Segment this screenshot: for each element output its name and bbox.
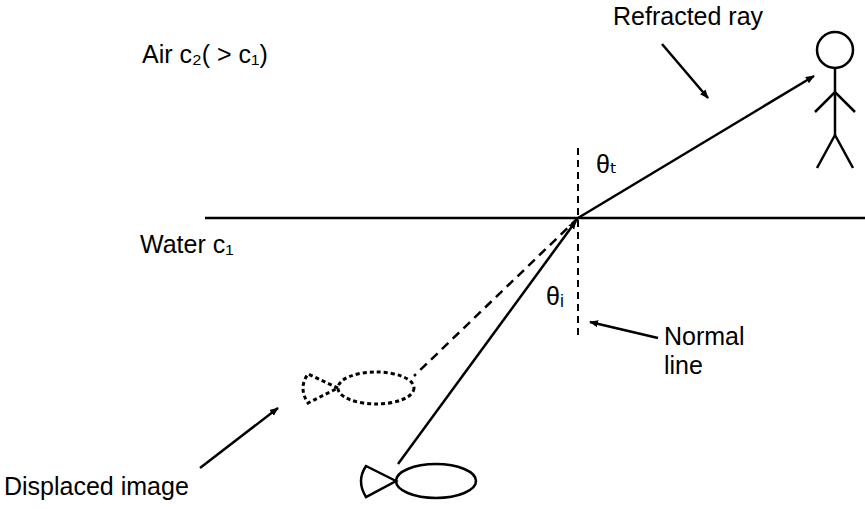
angle-label-holder: θᵢ [546, 282, 564, 311]
medium-label: Water c₁ [140, 230, 234, 259]
medium-label-holder: Air c₂( > c₁) [142, 40, 268, 69]
angle-label: θᵢ [546, 282, 564, 311]
angle-label: θₜ [596, 150, 617, 179]
virtual-ray [414, 218, 578, 376]
observer-arms [815, 92, 855, 112]
normal-line [577, 148, 579, 340]
observer-body [834, 68, 837, 135]
fish-tail [361, 466, 396, 497]
medium-label-holder: Water c₁ [140, 230, 234, 259]
displaced-fish-tail [303, 374, 338, 403]
leader-arrow [590, 322, 658, 338]
angle-label-holder: θₜ [596, 150, 617, 179]
incident-ray [398, 221, 576, 464]
ray-label-holder: Refracted ray [613, 2, 763, 31]
displaced-fish-body [338, 372, 414, 404]
medium-label: Air c₂( > c₁) [142, 40, 268, 69]
fish-body [396, 464, 476, 498]
water-surface [205, 217, 865, 220]
leader-arrow [200, 408, 278, 468]
ray-label: Refracted ray [613, 2, 763, 31]
refracted-ray [578, 76, 814, 218]
image-label: Displaced image [4, 472, 189, 501]
observer-head [817, 32, 853, 68]
normal-label: Normal line [664, 322, 769, 380]
leader-arrow [662, 44, 708, 98]
observer-legs [817, 135, 853, 168]
image-label-holder: Displaced image [4, 472, 189, 501]
normal-label-holder: Normal line [664, 322, 769, 380]
